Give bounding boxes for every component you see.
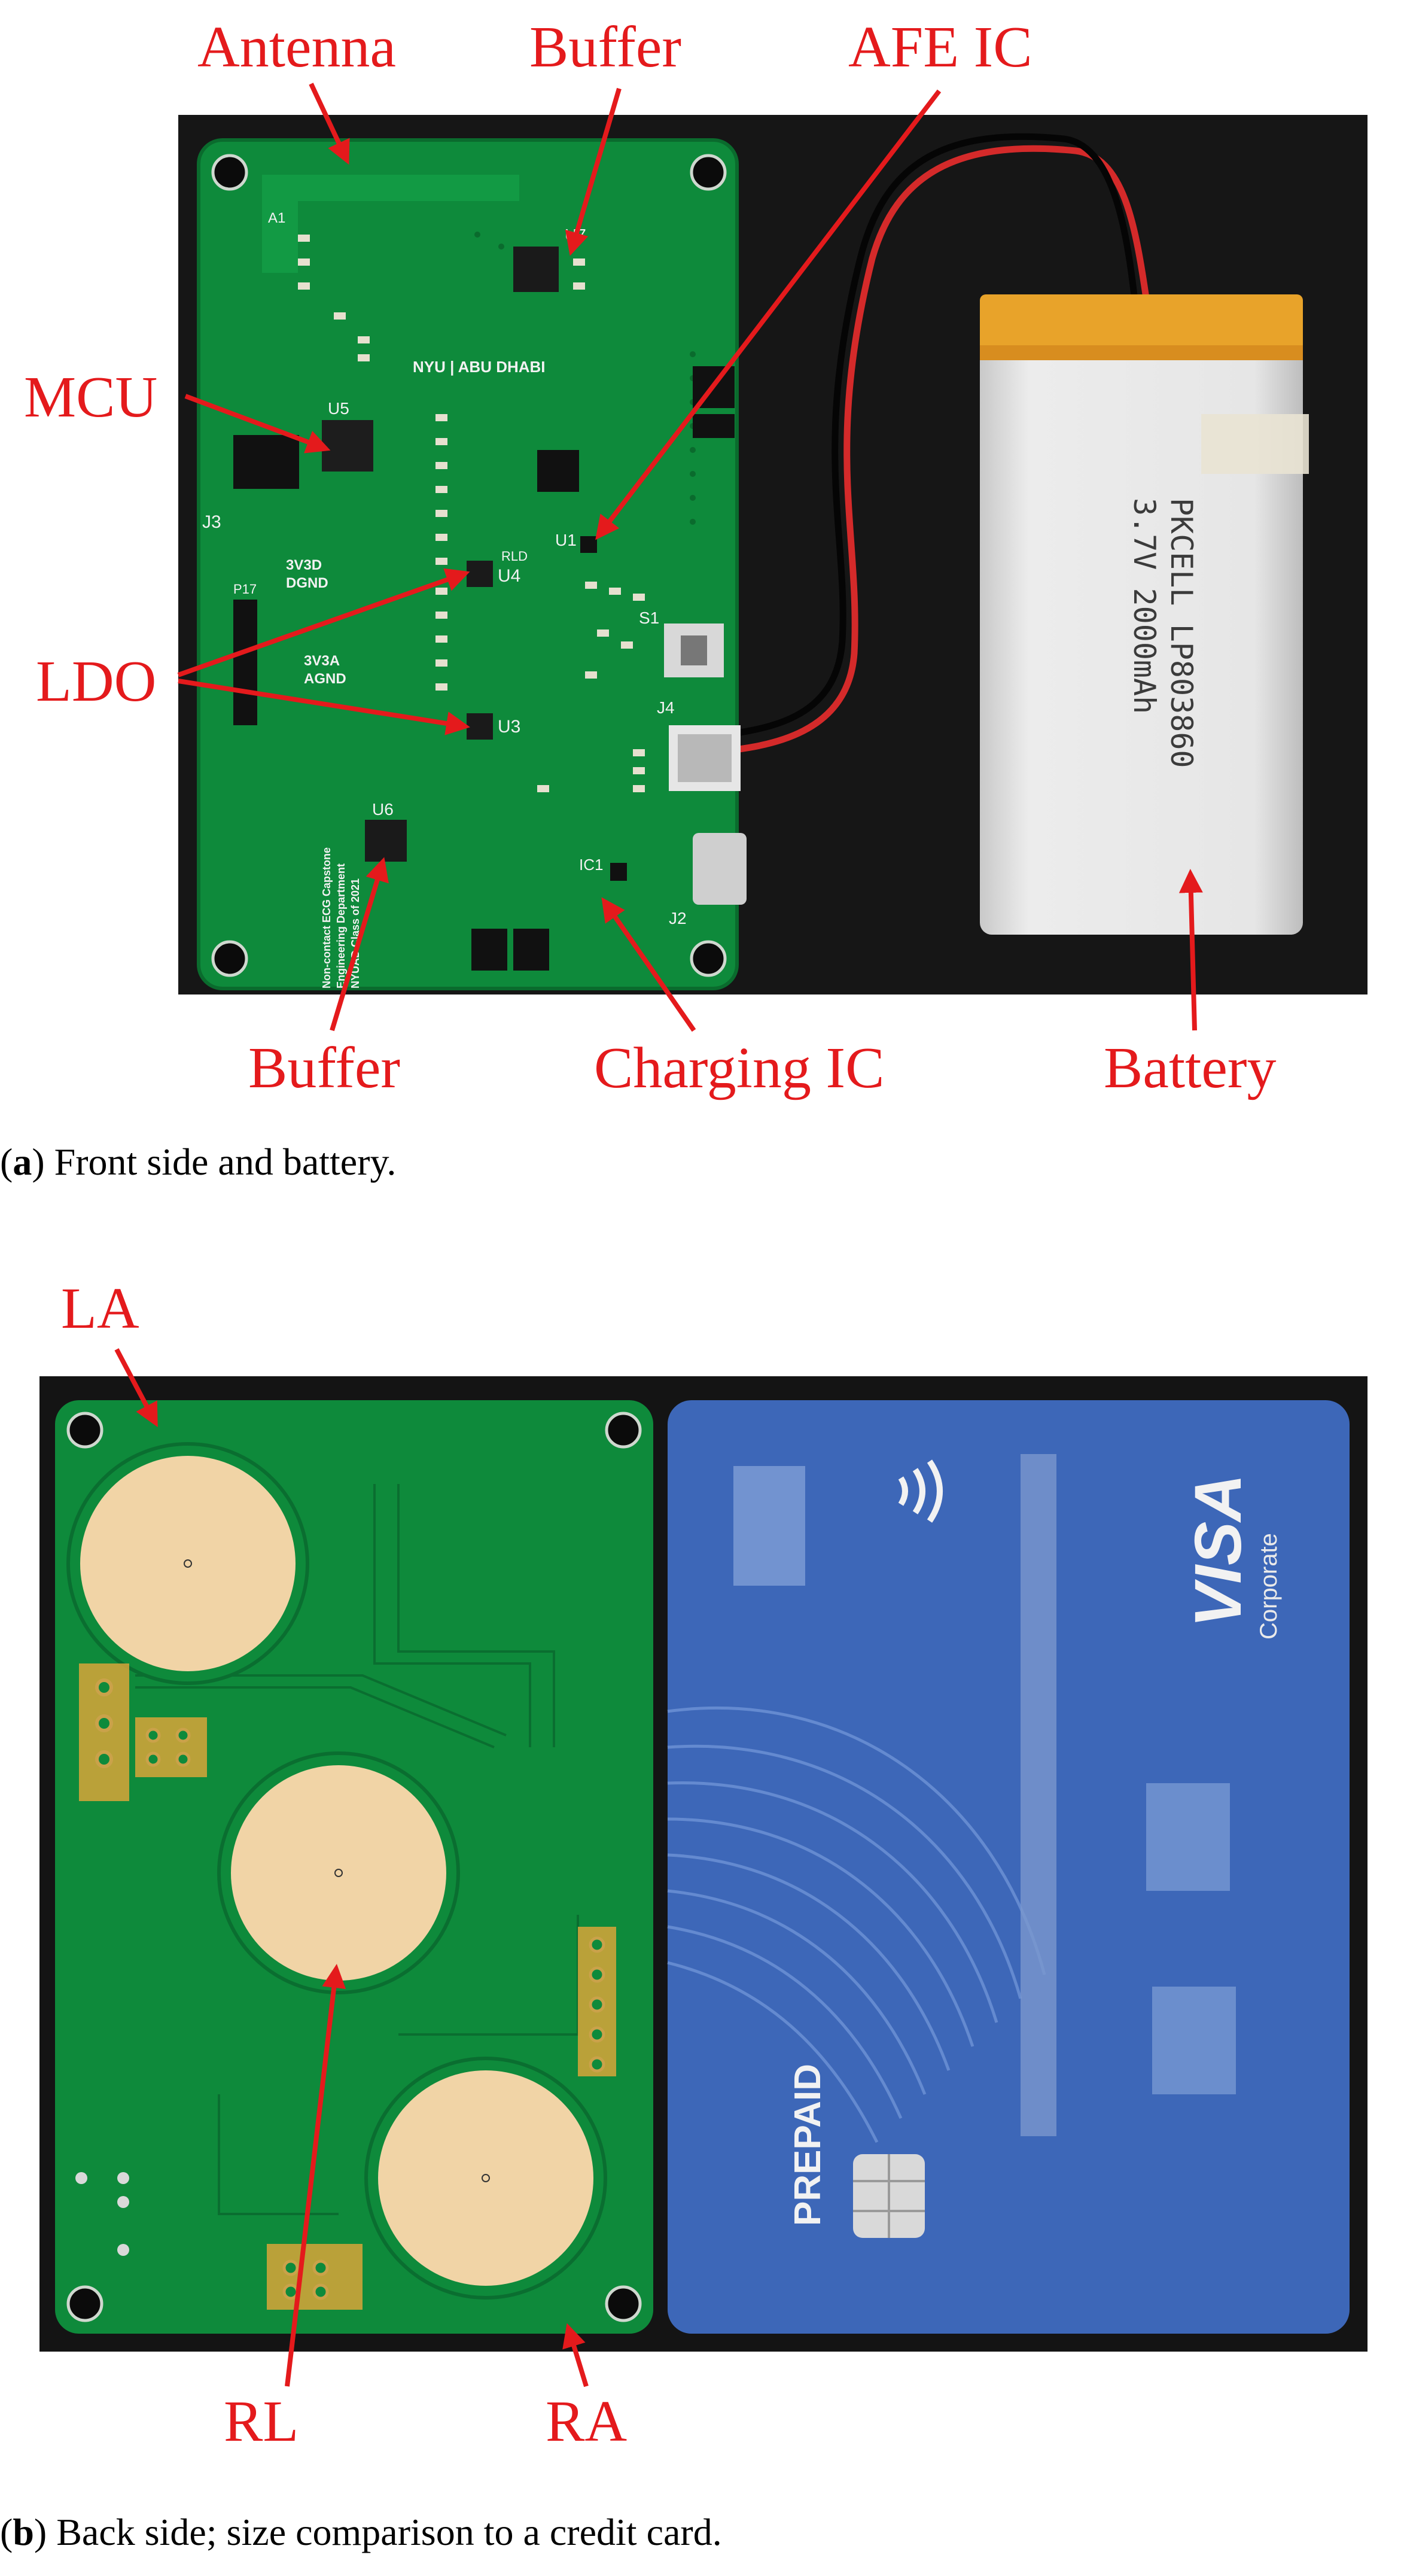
pcb-back [55, 1400, 653, 2334]
label-mcu: MCU [24, 365, 158, 430]
battery-spec-text: 3.7V 2000mAh [1127, 498, 1162, 714]
silk-a1: A1 [268, 210, 285, 226]
silk-u6: U6 [372, 800, 394, 819]
card-brand-text: VISA [1181, 1474, 1255, 1628]
silk-3v3d: 3V3D [286, 557, 322, 573]
caption-b-tag: b [13, 2511, 34, 2553]
u4-ldo-chip [467, 561, 493, 587]
silk-j3: J3 [202, 512, 221, 532]
header-pads-right [578, 1927, 616, 2076]
silk-u5: U5 [328, 399, 349, 418]
label-la: LA [61, 1276, 139, 1341]
silk-ic1: IC1 [579, 856, 603, 874]
card-type-text: PREPAID [787, 2064, 829, 2226]
caption-a-tag: a [13, 1141, 32, 1183]
front-photo: NYU | ABU DHABI 3V3D DGND 3V3A AGND U4 U… [178, 115, 1368, 994]
label-buffer-bottom: Buffer [248, 1036, 400, 1100]
silk-dept-text: Engineering Department [335, 863, 347, 989]
ic1-charger-chip [610, 863, 627, 881]
u5-mcu-chip [322, 420, 373, 472]
label-rl: RL [224, 2389, 299, 2454]
caption-b: (b) Back side; size comparison to a cred… [0, 2511, 722, 2553]
silk-p17: P17 [233, 582, 257, 597]
header-pads-left [79, 1663, 207, 1801]
silk-u4: U4 [498, 566, 520, 586]
silk-rld: RLD [501, 549, 528, 564]
back-photo: VISA Corporate PREPAID [39, 1376, 1368, 2352]
la-electrode-pad [80, 1456, 296, 1671]
caption-b-text: Back side; size comparison to a credit c… [47, 2511, 722, 2553]
nyu-logo-text: NYU | ABU DHABI [413, 358, 546, 376]
silk-s1: S1 [639, 609, 659, 627]
card-brand-sub-text: Corporate [1256, 1533, 1282, 1640]
credit-card: VISA Corporate PREPAID [667, 1400, 1350, 2334]
pcb-front: NYU | ABU DHABI 3V3D DGND 3V3A AGND U4 U… [197, 138, 747, 990]
rl-electrode-pad [231, 1765, 446, 1981]
silk-capstone-text: Non-contact ECG Capstone [321, 847, 333, 989]
label-charging-ic: Charging IC [594, 1036, 885, 1100]
silk-agnd: AGND [304, 671, 346, 687]
caption-a: (a) Front side and battery. [0, 1141, 397, 1183]
battery-pack: PKCELL LP803860 3.7V 2000mAh [980, 294, 1309, 935]
silk-dgnd: DGND [286, 575, 328, 591]
label-battery: Battery [1104, 1036, 1277, 1100]
label-ra: RA [546, 2389, 628, 2454]
u1-afe-chip [580, 536, 597, 553]
silk-u3: U3 [498, 717, 520, 737]
label-buffer-top: Buffer [529, 15, 681, 80]
label-antenna: Antenna [197, 15, 396, 80]
u3-ldo-chip [467, 713, 493, 740]
label-ldo: LDO [36, 649, 157, 714]
caption-a-text: Front side and battery. [44, 1141, 397, 1183]
silk-u1: U1 [555, 531, 577, 549]
usb-c-connector [693, 833, 747, 905]
silk-u7: U7 [565, 226, 586, 244]
battery-model-text: PKCELL LP803860 [1164, 498, 1199, 768]
silk-j4: J4 [657, 698, 675, 717]
silk-j2: J2 [669, 909, 687, 927]
silk-class-text: NYUAD Class of 2021 [349, 878, 361, 989]
u6-buffer-chip [365, 820, 407, 862]
silk-3v3a: 3V3A [304, 653, 340, 669]
header-pads-bottom [267, 2244, 363, 2310]
label-afe-ic: AFE IC [848, 15, 1033, 80]
ra-electrode-pad [378, 2070, 593, 2286]
u7-buffer-chip [513, 247, 559, 292]
